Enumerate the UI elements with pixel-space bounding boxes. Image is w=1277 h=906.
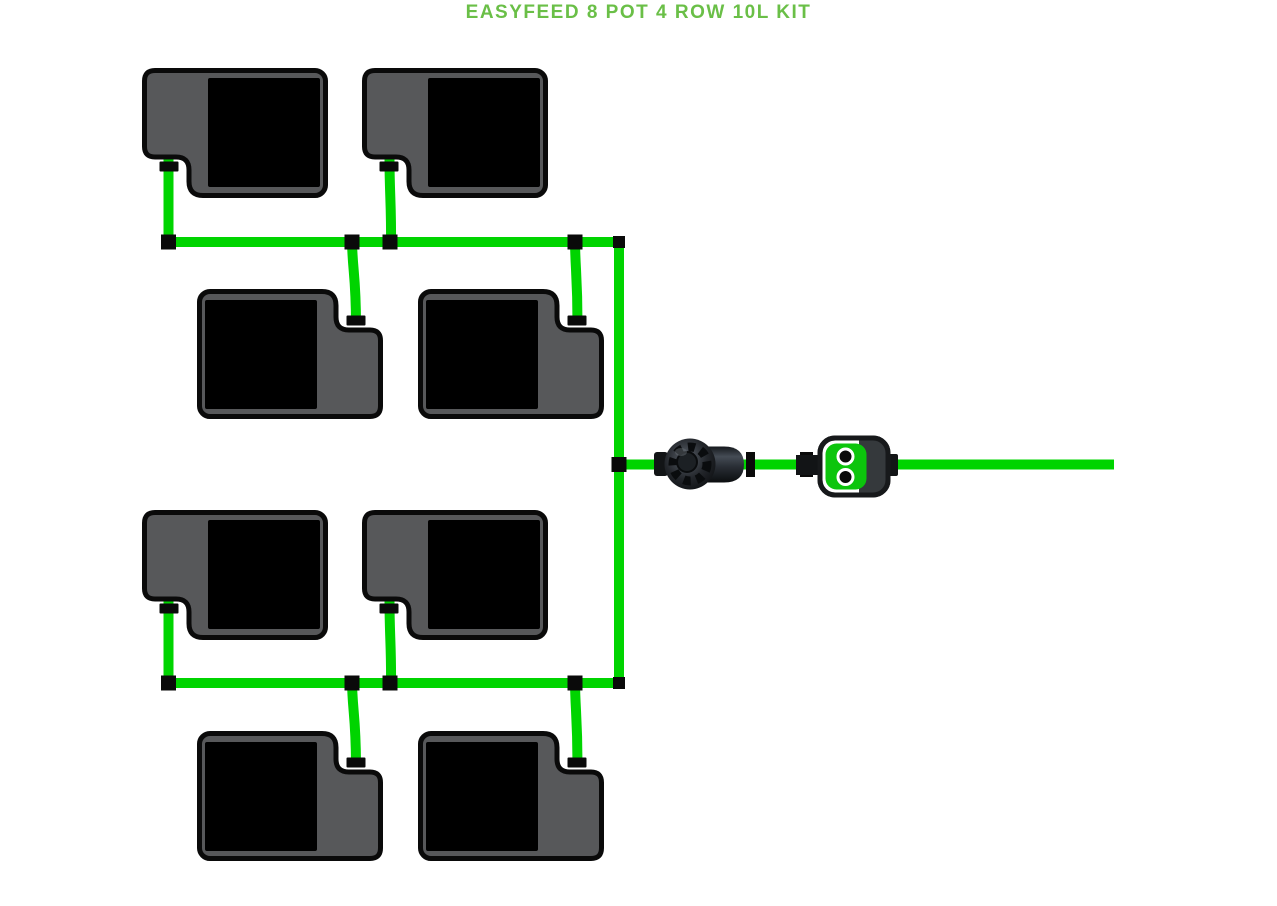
elbow-connector bbox=[161, 234, 176, 250]
filter-impeller-hub bbox=[676, 451, 698, 473]
filter-impeller-blades bbox=[668, 442, 712, 486]
tee-connector bbox=[611, 457, 627, 472]
tubing-network bbox=[163, 155, 1114, 767]
tee-connector bbox=[567, 234, 583, 250]
easyfeed-valve-unit bbox=[796, 435, 898, 498]
tee-connector bbox=[344, 675, 360, 691]
riser-tube-r2p1 bbox=[347, 237, 361, 325]
tee-connector bbox=[382, 234, 398, 250]
tee-connector bbox=[382, 675, 398, 691]
riser-tube-r2p2 bbox=[570, 237, 583, 325]
riser-tube-r4p1 bbox=[347, 678, 361, 767]
valve-port-top bbox=[836, 447, 855, 466]
elbow-connector bbox=[613, 677, 625, 689]
riser-tube-r4p2 bbox=[570, 678, 583, 767]
tee-connector bbox=[344, 234, 360, 250]
tee-connector bbox=[567, 675, 583, 691]
elbow-connector bbox=[161, 675, 176, 691]
filter-highlight bbox=[675, 448, 687, 456]
feed-clamp bbox=[746, 452, 755, 477]
elbow-connector bbox=[613, 236, 625, 248]
valve-inlet-stub bbox=[796, 455, 822, 475]
valve-port-bottom bbox=[836, 468, 855, 486]
filter-inlet-stub bbox=[654, 452, 668, 476]
valve-body-outline bbox=[817, 435, 891, 498]
junction-connectors bbox=[161, 234, 627, 691]
valve-green-face bbox=[825, 443, 867, 490]
inline-filter bbox=[654, 438, 744, 490]
page-title: EASYFEED 8 POT 4 ROW 10L KIT bbox=[465, 2, 812, 23]
